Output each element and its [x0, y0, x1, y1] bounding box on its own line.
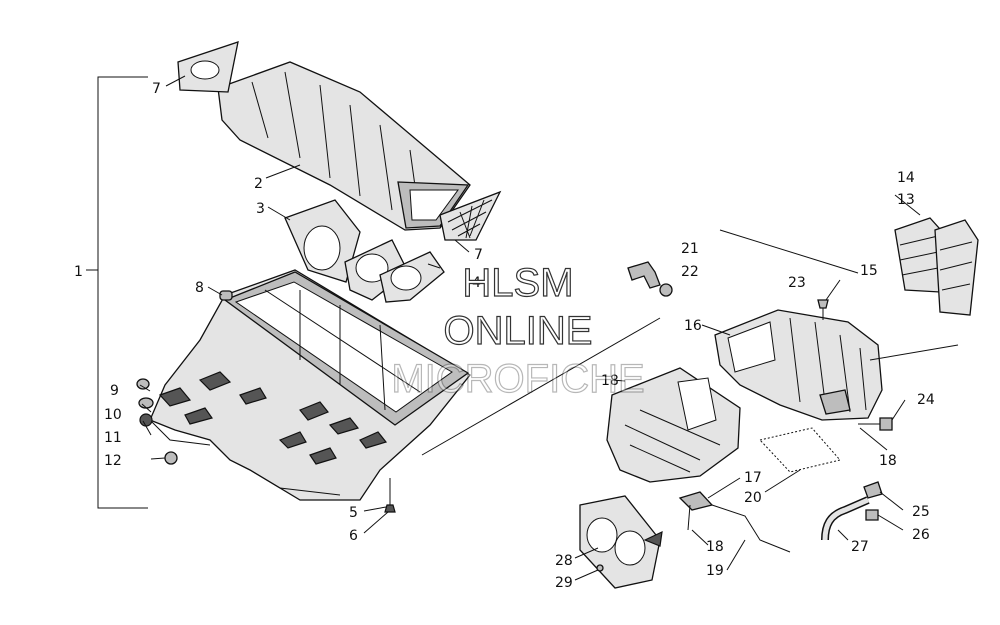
callout-11: 11	[104, 430, 122, 446]
watermark-line3: MICROFICHE	[391, 357, 644, 401]
callout-14: 14	[897, 170, 915, 186]
drain-hose	[821, 496, 870, 541]
intake-grille	[579, 495, 663, 589]
callout-13: 13	[897, 192, 915, 208]
assembly-bracket-1	[86, 76, 148, 509]
callout-20: 20	[744, 490, 762, 506]
callout-18-left: 18	[601, 373, 619, 389]
filter-elements	[894, 217, 979, 316]
callout-16: 16	[684, 318, 702, 334]
base-tray	[149, 269, 471, 501]
leader-lines	[139, 75, 959, 581]
filter-housing	[606, 367, 741, 483]
intake-boots	[284, 199, 445, 303]
callout-17: 17	[744, 470, 762, 486]
callout-3: 3	[256, 201, 265, 217]
grille	[439, 190, 502, 241]
sensor-pad	[759, 427, 841, 473]
callout-12: 12	[104, 453, 122, 469]
callout-7-grille: 7	[474, 247, 483, 263]
callout-19: 19	[706, 563, 724, 579]
callout-4: 4	[472, 275, 481, 291]
callout-10: 10	[104, 407, 122, 423]
fasteners-right	[817, 299, 893, 521]
callout-25: 25	[912, 504, 930, 520]
watermark: HLSM ONLINE MICROFICHE	[391, 260, 646, 401]
callout-28: 28	[555, 553, 573, 569]
gasket-top	[177, 41, 239, 93]
airbox-housing	[714, 309, 883, 421]
callout-23: 23	[788, 275, 806, 291]
callout-29: 29	[555, 575, 573, 591]
callout-1: 1	[74, 264, 83, 280]
callout-8: 8	[195, 280, 204, 296]
callout-24: 24	[917, 392, 935, 408]
watermark-line1: HLSM	[462, 261, 573, 305]
callout-26: 26	[912, 527, 930, 543]
callout-5: 5	[349, 505, 358, 521]
intake-duct	[217, 61, 471, 231]
callout-21: 21	[681, 241, 699, 257]
callout-7-top: 7	[152, 81, 161, 97]
callout-2: 2	[254, 176, 263, 192]
callout-18-right: 18	[879, 453, 897, 469]
watermark-line2: ONLINE	[444, 309, 593, 353]
callout-27: 27	[851, 539, 869, 555]
elbow-fitting	[627, 261, 673, 297]
bracket-rod	[678, 491, 791, 553]
callout-18-bottom: 18	[706, 539, 724, 555]
callout-labels: 1 2 3 4 5 6 7 7 8 9 10 11 12 13 14 15 16…	[74, 81, 935, 591]
callout-15: 15	[860, 263, 878, 279]
callout-9: 9	[110, 383, 119, 399]
callout-6: 6	[349, 528, 358, 544]
fasteners-left	[136, 290, 396, 513]
callout-22: 22	[681, 264, 699, 280]
